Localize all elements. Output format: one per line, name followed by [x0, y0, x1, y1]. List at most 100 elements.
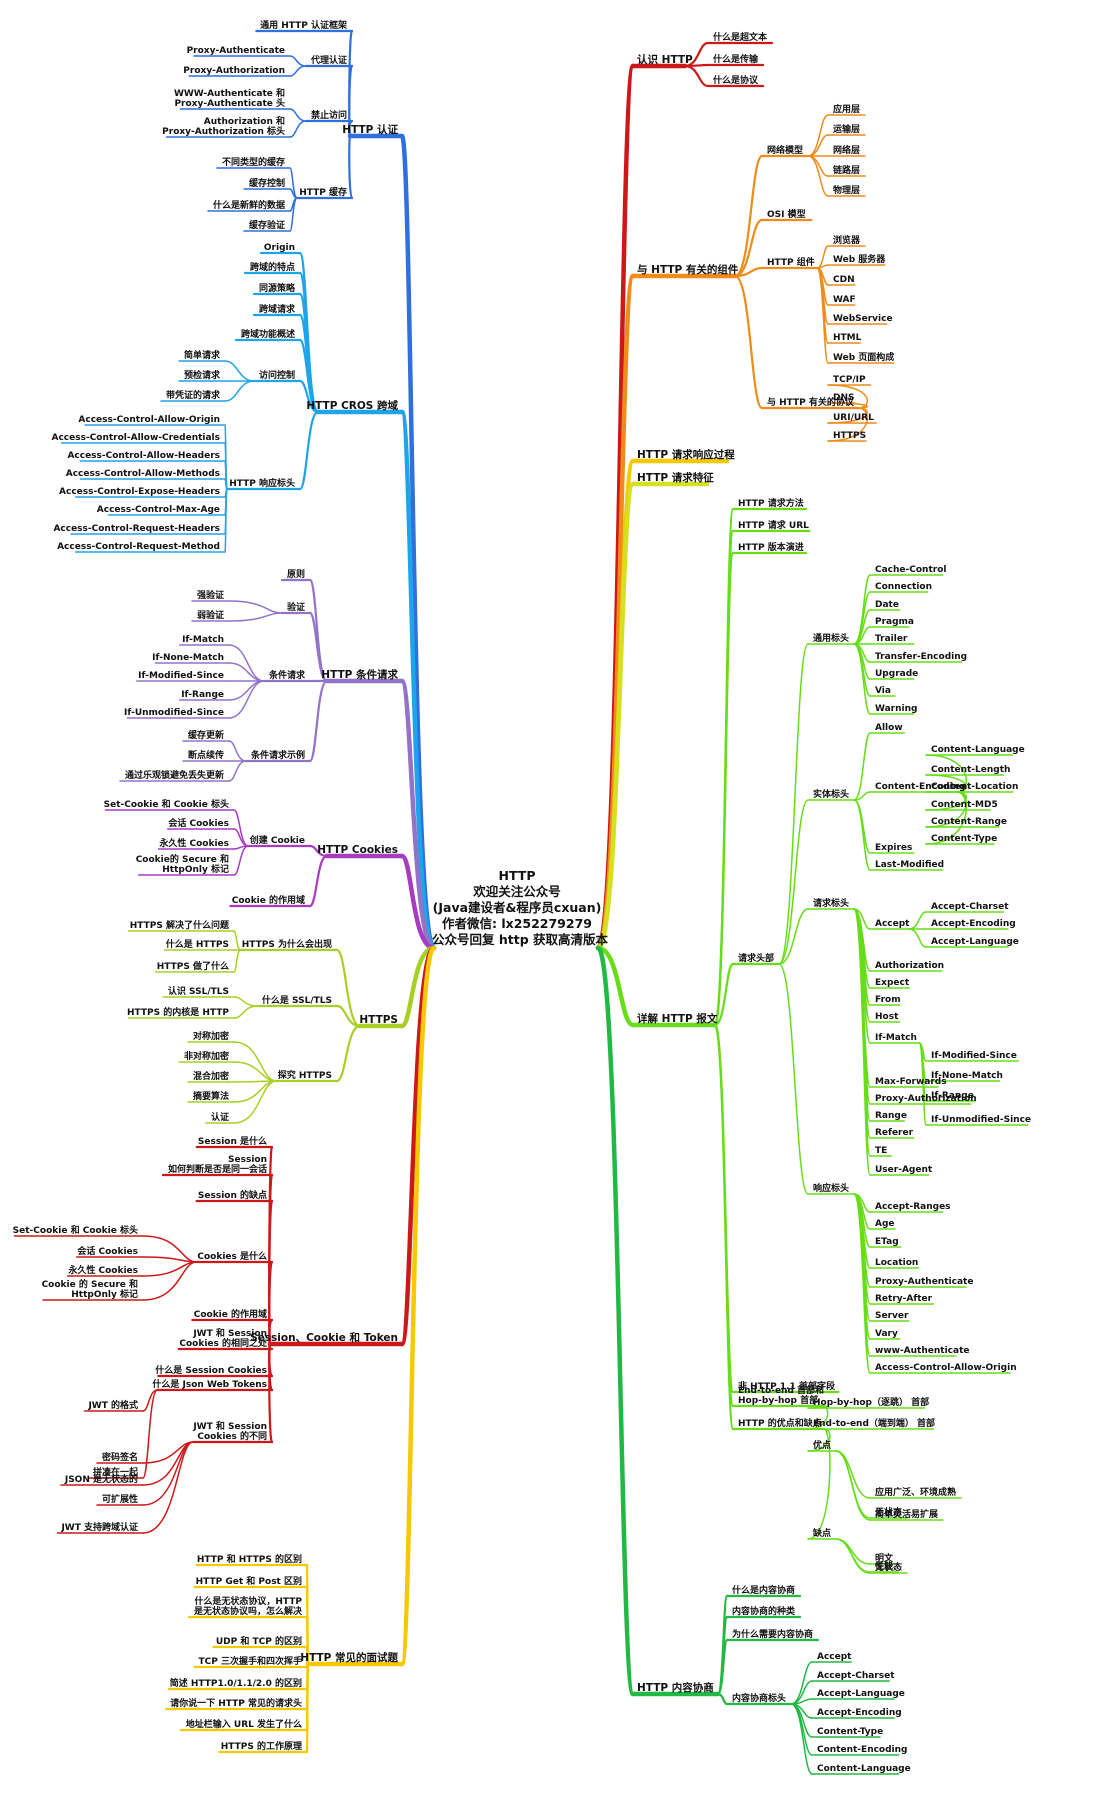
- node-label: Server: [875, 1311, 909, 1321]
- node-label: 应用广泛、环境成熟: [875, 1486, 956, 1498]
- branch-label: Session、Cookie 和 Token: [250, 1331, 398, 1344]
- node-connector: [790, 1703, 813, 1775]
- node-connector: [908, 928, 927, 948]
- node-label: Via: [875, 686, 891, 696]
- node-connector: [807, 134, 829, 157]
- node-label: Cache-Control: [875, 565, 946, 575]
- node-label: Connection: [875, 582, 932, 592]
- branch-label: 认识 HTTP: [637, 53, 693, 66]
- node-label: Web 页面构成: [833, 351, 894, 363]
- node-connector: [308, 854, 329, 908]
- node-label: 永久性 Cookies: [67, 1264, 138, 1276]
- central-topic-line: 欢迎关注公众号: [473, 884, 561, 899]
- node-label: 强验证: [197, 589, 224, 601]
- node-label: Hop-by-hop（逐跳） 首部: [813, 1396, 929, 1408]
- node-label: 会话 Cookies: [168, 817, 229, 829]
- node-label: 什么是传输: [713, 53, 759, 65]
- branch-trunk: [595, 481, 636, 951]
- node-label: 什么是 HTTPS: [166, 938, 229, 950]
- node-connector: [835, 1538, 871, 1573]
- node-connector: [142, 1261, 198, 1277]
- node-label: 请你说一下 HTTP 常见的请求头: [170, 1697, 302, 1709]
- node-label: Pragma: [875, 617, 914, 627]
- node-connector: [298, 379, 320, 414]
- node-label: Cookie 的作用域: [194, 1308, 267, 1320]
- node-label: HTTP 请求 URL: [738, 519, 809, 531]
- node-label: Proxy-Authorization: [183, 66, 285, 76]
- node-label: Access-Control-Allow-Credentials: [52, 433, 221, 443]
- node-label: 非 HTTP 1.1 首部字段: [738, 1380, 836, 1392]
- node-label: 不同类型的缓存: [222, 156, 285, 168]
- node-label: Access-Control-Max-Age: [97, 505, 220, 515]
- node-connector: [142, 1389, 159, 1479]
- node-connector: [778, 643, 809, 965]
- note-icon: ✎: [596, 937, 604, 947]
- branch-trunk: [595, 945, 636, 1028]
- node-connector: [308, 578, 329, 683]
- node-label: TE: [875, 1146, 887, 1156]
- branch-label: HTTP 条件请求: [321, 668, 398, 681]
- node-label: Warning: [875, 704, 917, 714]
- node-label: 跨域功能概述: [241, 328, 295, 340]
- node-label: Access-Control-Allow-Origin: [875, 1363, 1017, 1373]
- node-connector: [733, 266, 764, 278]
- node-label: Expires: [875, 843, 912, 853]
- node-label: 运输层: [833, 123, 860, 135]
- node-label: Session 的缺点: [198, 1189, 267, 1201]
- node-label: TCP 三次握手和四次挥手: [199, 1655, 302, 1667]
- node-connector: [853, 732, 871, 801]
- node-label: ETag: [875, 1237, 899, 1247]
- node-label: Proxy-Authenticate: [875, 1277, 973, 1287]
- node-label: Trailer: [875, 634, 908, 644]
- node-label: Retry-After: [875, 1294, 933, 1304]
- node-label: 地址栏输入 URL 发生了什么: [186, 1718, 302, 1730]
- node-connector: [142, 1441, 194, 1534]
- node-label: 请求头部: [738, 952, 774, 964]
- branch-label: 与 HTTP 有关的组件: [637, 263, 739, 276]
- node-connector: [233, 996, 258, 1007]
- branch-trunk: [399, 945, 437, 1667]
- node-label: Accept-Encoding: [931, 919, 1016, 929]
- node-label: Content-Location: [931, 782, 1018, 792]
- node-label: 认识 SSL/TLS: [168, 985, 229, 997]
- node-label: Content-Language: [817, 1764, 911, 1774]
- node-label: 什么是内容协商: [732, 1584, 795, 1596]
- node-connector: [733, 274, 764, 410]
- node-label: Content-MD5: [931, 800, 998, 810]
- branch-label: HTTP 请求特征: [637, 471, 714, 484]
- node-connector: [835, 1450, 871, 1519]
- node-connector: [233, 949, 242, 973]
- node-label: TCP/IP: [833, 375, 866, 385]
- node-label: Accept: [875, 919, 910, 929]
- node-connector: [807, 1428, 831, 1540]
- node-connector: [778, 963, 809, 1195]
- node-label: 通用 HTTP 认证框架: [260, 19, 347, 31]
- node-label: HTTP 缓存: [299, 186, 347, 198]
- node-label: 简单请求: [184, 349, 221, 361]
- node-connector: [713, 1023, 735, 1431]
- node-label: 通用标头: [813, 632, 849, 644]
- node-label: 应用层: [833, 103, 860, 115]
- node-label: 实体标头: [813, 788, 849, 800]
- node-label: 条件请求: [268, 669, 306, 681]
- node-connector: [827, 407, 869, 442]
- node-label: If-Range: [931, 1091, 974, 1101]
- node-label: 简单灵活易扩展: [875, 1508, 938, 1520]
- node-label: 密码签名: [101, 1451, 138, 1463]
- node-label: HTTPS 的内核是 HTTP: [127, 1006, 229, 1018]
- node-label: 条件请求示例: [250, 749, 305, 761]
- node-label: User-Agent: [875, 1165, 933, 1175]
- branch-trunk: [399, 945, 437, 1029]
- node-connector: [790, 1698, 813, 1705]
- node-label: Content-Encoding: [875, 782, 966, 792]
- node-connector: [228, 740, 247, 762]
- node-connector: [289, 55, 307, 67]
- node-connector: [228, 612, 283, 622]
- node-label: HTTP 组件: [767, 256, 815, 268]
- node-label: If-Match: [875, 1033, 917, 1043]
- node-label: Access-Control-Request-Method: [57, 542, 220, 552]
